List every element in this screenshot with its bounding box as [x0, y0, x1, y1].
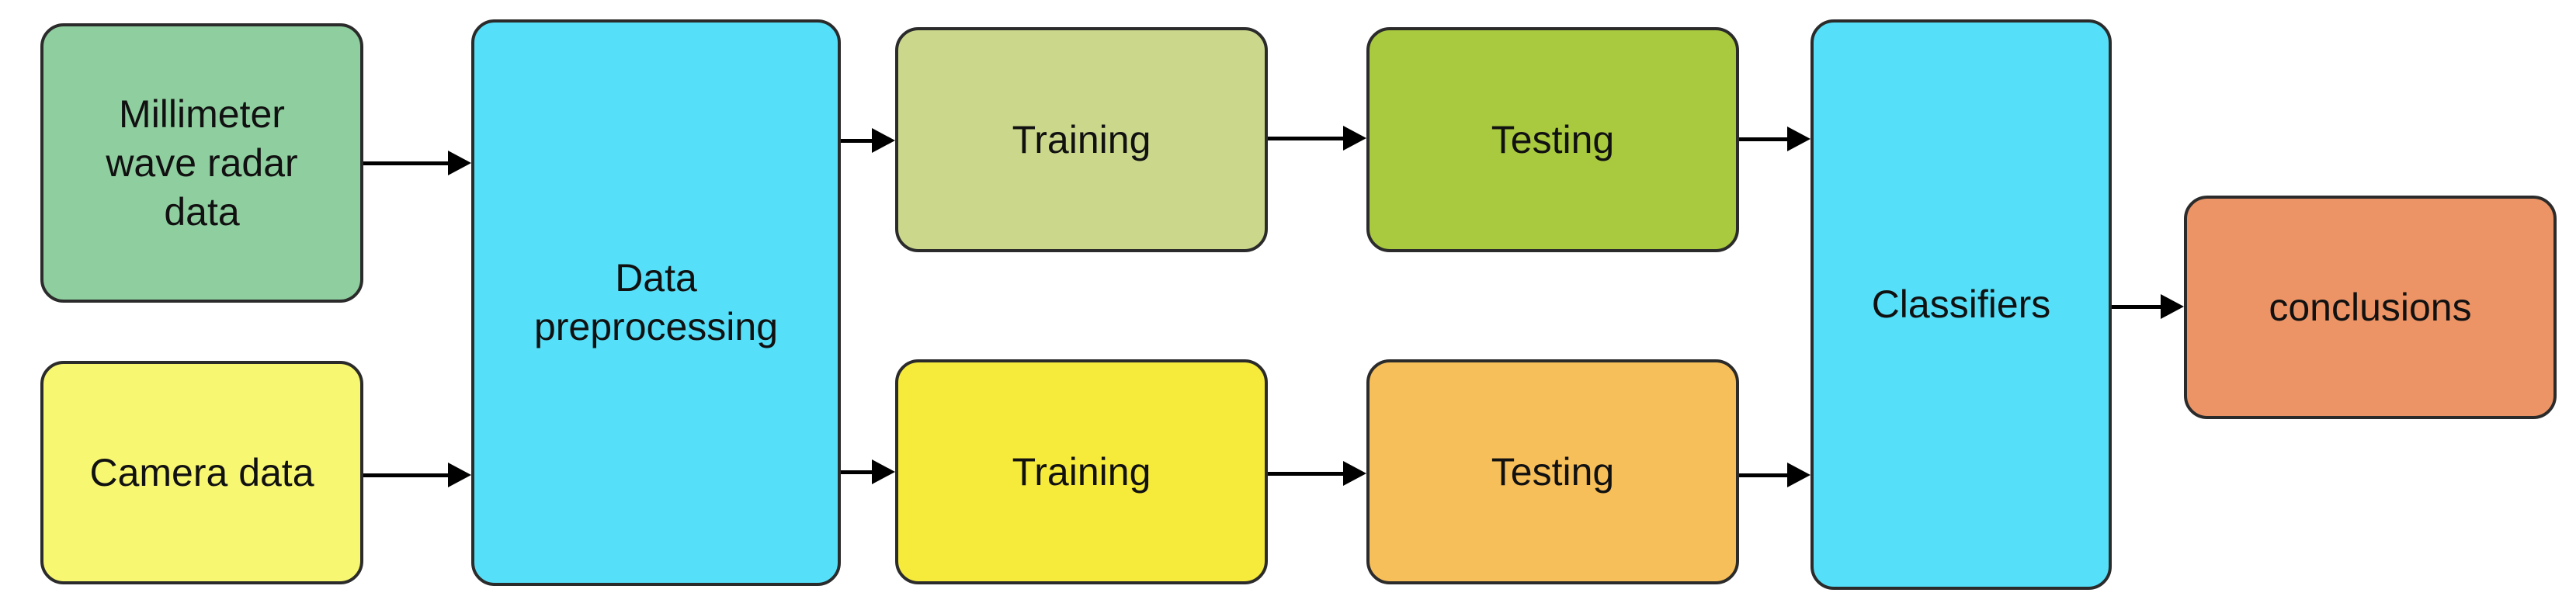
node-testing-radar: Testing	[1366, 27, 1739, 252]
node-training-radar-label: Training	[1012, 117, 1151, 161]
arrow-preprocessing-to-training-radar-head	[872, 128, 895, 153]
arrow-preprocessing-to-training-camera-head	[872, 459, 895, 484]
node-testing-camera-label: Testing	[1491, 449, 1615, 494]
arrow-training-camera-to-testing-camera-head	[1343, 461, 1366, 486]
node-data-preprocessing-label: Data preprocessing	[533, 256, 779, 348]
node-classifiers-label: Classifiers	[1871, 282, 2051, 326]
arrow-testing-camera-to-classifiers-head	[1787, 463, 1810, 487]
node-testing-camera: Testing	[1366, 359, 1739, 584]
node-conclusions-label: conclusions	[2269, 285, 2472, 329]
node-training-radar: Training	[895, 27, 1268, 252]
node-radar-data: Millimeter wave radar data	[40, 23, 363, 303]
arrow-classifiers-to-conclusions-line	[2112, 305, 2164, 309]
arrow-camera-to-preprocessing-line	[363, 473, 451, 477]
arrow-training-radar-to-testing-radar-head	[1343, 126, 1366, 151]
node-data-preprocessing: Data preprocessing	[471, 19, 841, 586]
node-camera-data-label: Camera data	[89, 450, 314, 494]
arrow-training-camera-to-testing-camera-line	[1268, 472, 1346, 476]
node-radar-data-label: Millimeter wave radar data	[106, 92, 298, 234]
node-testing-radar-label: Testing	[1491, 117, 1615, 161]
arrow-preprocessing-to-training-camera-line	[841, 470, 875, 474]
node-conclusions: conclusions	[2184, 196, 2557, 419]
node-classifiers: Classifiers	[1810, 19, 2112, 590]
arrow-testing-radar-to-classifiers-line	[1739, 137, 1790, 141]
arrow-testing-radar-to-classifiers-head	[1787, 127, 1810, 151]
arrow-radar-to-preprocessing-line	[363, 161, 451, 165]
arrow-preprocessing-to-training-radar-line	[841, 139, 875, 143]
node-camera-data: Camera data	[40, 361, 363, 584]
arrow-testing-camera-to-classifiers-line	[1739, 473, 1790, 477]
node-training-camera: Training	[895, 359, 1268, 584]
arrow-camera-to-preprocessing-head	[448, 463, 471, 487]
arrow-classifiers-to-conclusions-head	[2161, 294, 2184, 319]
arrow-radar-to-preprocessing-head	[448, 151, 471, 175]
arrow-training-radar-to-testing-radar-line	[1268, 137, 1346, 140]
node-training-camera-label: Training	[1012, 449, 1151, 494]
